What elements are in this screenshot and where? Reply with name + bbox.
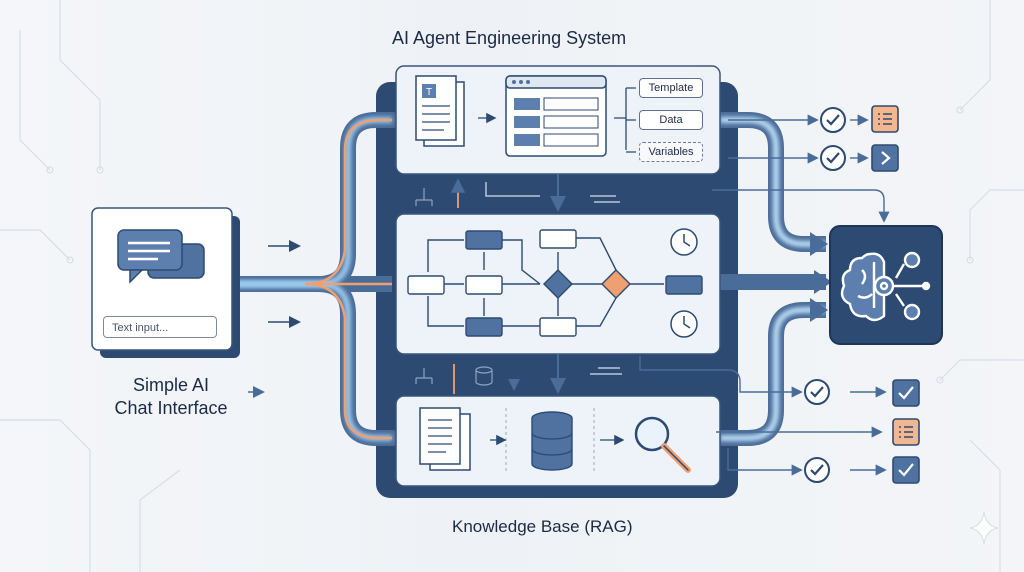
- chevron-right-icon: [871, 144, 899, 172]
- document-icon: T: [415, 75, 465, 147]
- list-icon: [892, 418, 920, 446]
- clock-icon: [670, 310, 698, 338]
- panel-links: [415, 174, 622, 396]
- knowledge-base-title: Knowledge Base (RAG): [452, 517, 633, 536]
- template-tag: Template: [639, 78, 703, 98]
- chat-bubble-icon: [117, 229, 205, 284]
- knowledge-panel: [395, 395, 721, 487]
- list-icon: [871, 105, 899, 133]
- system-title: AI Agent Engineering System: [392, 28, 627, 48]
- document-icon: [419, 407, 471, 471]
- outputs: [639, 105, 920, 484]
- check-icon: [804, 379, 830, 405]
- output-conduits: [720, 112, 832, 446]
- clock-icon: [670, 228, 698, 256]
- database-icon: [475, 366, 493, 386]
- ai-core-card: [829, 225, 943, 345]
- check-icon: [820, 145, 846, 171]
- sparkle-icon: [969, 511, 999, 545]
- variables-tag: Variables: [639, 142, 703, 162]
- window-icon: [505, 75, 607, 157]
- search-icon: [634, 416, 691, 473]
- data-tag: Data: [639, 110, 703, 130]
- chat-interface-caption: Simple AI Chat Interface: [96, 374, 246, 420]
- chat-text-input[interactable]: Text input...: [103, 316, 217, 338]
- brain-gear-icon: [840, 251, 931, 322]
- database-icon: [531, 411, 573, 471]
- hierarchy-icon: [415, 188, 433, 384]
- workflow-panel: [395, 213, 721, 355]
- check-icon: [820, 107, 846, 133]
- check-icon: [892, 456, 920, 484]
- chat-caption-line2: Chat Interface: [114, 398, 228, 418]
- check-icon: [892, 379, 920, 407]
- svg-text:T: T: [426, 87, 432, 98]
- chat-caption-line1: Simple AI: [132, 375, 210, 395]
- input-conduits: [228, 112, 400, 446]
- check-icon: [804, 457, 830, 483]
